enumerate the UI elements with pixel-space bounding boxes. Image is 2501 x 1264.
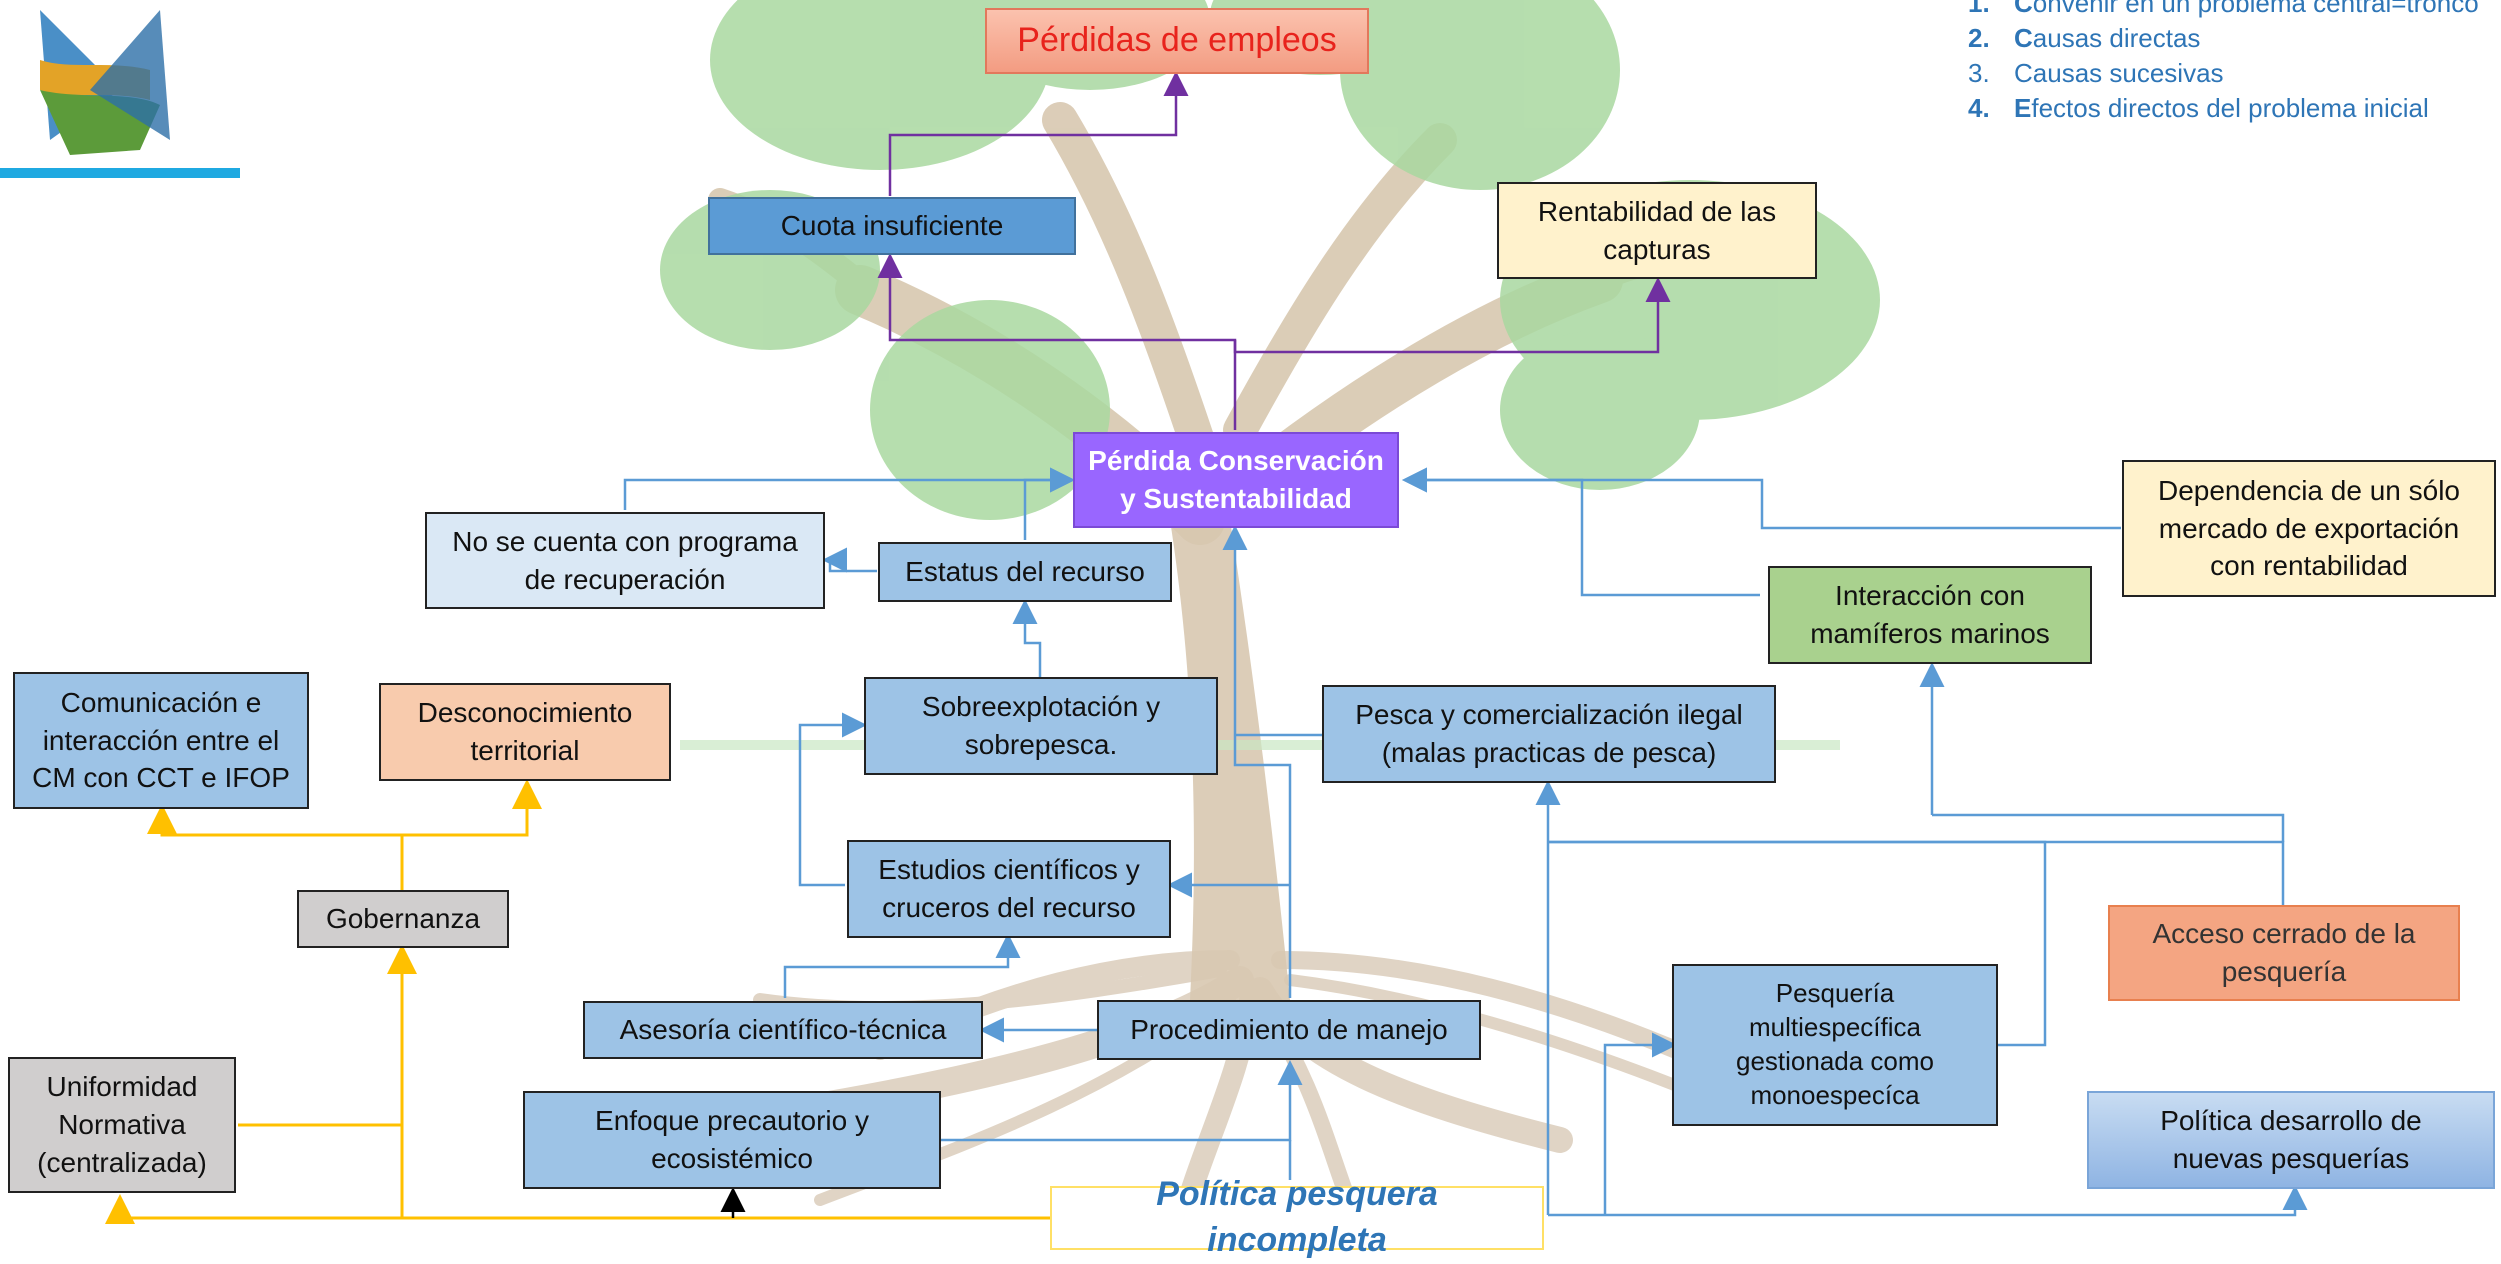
legend: 1.Convenir en un problema central=tronco… <box>1968 0 2479 126</box>
legend-item: 2.Causas directas <box>1968 23 2201 53</box>
node-enfoque: Enfoque precautorio y ecosistémico <box>523 1091 941 1189</box>
node-rentabilidad-capturas: Rentabilidad de las capturas <box>1497 182 1817 279</box>
node-no-programa: No se cuenta con programa de recuperació… <box>425 512 825 609</box>
node-comunicacion: Comunicación e interacción entre el CM c… <box>13 672 309 809</box>
node-interaccion-mamiferos: Interacción con mamíferos marinos <box>1768 566 2092 664</box>
node-uniformidad: Uniformidad Normativa (centralizada) <box>8 1057 236 1193</box>
logo <box>40 0 170 155</box>
node-desconocimiento: Desconocimiento territorial <box>379 683 671 781</box>
node-pesqueria-multi: Pesquería multiespecífica gestionada com… <box>1672 964 1998 1126</box>
node-perdidas-empleos: Pérdidas de empleos <box>985 8 1369 74</box>
legend-item: 1.Convenir en un problema central=tronco <box>1968 0 2479 18</box>
legend-item: 4.Efectos directos del problema inicial <box>1968 93 2429 123</box>
node-gobernanza: Gobernanza <box>297 890 509 948</box>
node-estatus-recurso: Estatus del recurso <box>878 542 1172 602</box>
node-estudios: Estudios científicos y cruceros del recu… <box>847 840 1171 938</box>
node-sobreexplotacion: Sobreexplotación y sobrepesca. <box>864 677 1218 775</box>
node-dependencia-mercado: Dependencia de un sólo mercado de export… <box>2122 460 2496 597</box>
node-cuota-insuficiente: Cuota insuficiente <box>708 197 1076 255</box>
node-politica-desarrollo: Política desarrollo de nuevas pesquerías <box>2087 1091 2495 1189</box>
node-procedimiento: Procedimiento de manejo <box>1097 1000 1481 1060</box>
node-acceso-cerrado: Acceso cerrado de la pesquería <box>2108 905 2460 1001</box>
node-perdida-conservacion: Pérdida Conservación y Sustentabilidad <box>1073 432 1399 528</box>
node-pesca-ilegal: Pesca y comercialización ilegal (malas p… <box>1322 685 1776 783</box>
node-politica-incompleta: Política pesquera incompleta <box>1050 1175 1544 1259</box>
legend-item: 3.Causas sucesivas <box>1968 58 2224 88</box>
node-asesoria: Asesoría científico-técnica <box>583 1001 983 1059</box>
